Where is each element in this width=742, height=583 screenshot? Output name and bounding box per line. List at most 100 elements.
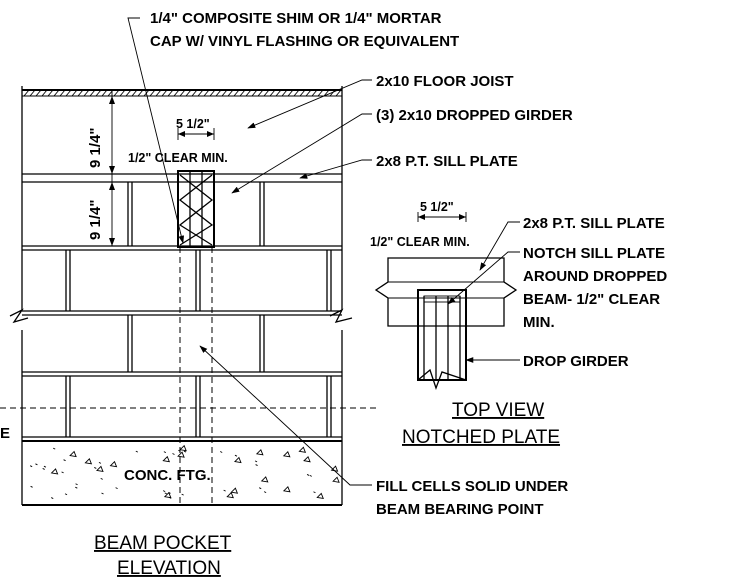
concrete-speckle [282,486,291,493]
cmu-block-courses [22,182,342,438]
joist-hatch-stroke [323,89,330,97]
notch-callout-line1: NOTCH SILL PLATE [523,245,665,262]
concrete-speckle [168,496,172,499]
top-view-title-line1: TOP VIEW [452,400,544,421]
concrete-speckle [64,493,68,496]
joist-hatch-stroke [239,89,246,97]
joist-hatch-stroke [83,89,90,97]
concrete-speckle [94,467,97,469]
concrete-speckle [50,468,59,475]
joist-hatch-stroke [269,89,276,97]
concrete-speckle [316,492,324,500]
joist-hatch-stroke [299,89,306,97]
concrete-speckle [96,465,104,472]
notch-callout-line3: BEAM- 1/2" CLEAR [523,291,660,308]
concrete-speckle [109,460,118,468]
fill-cells-callout-line1: FILL CELLS SOLID UNDER [376,478,568,495]
concrete-speckle [163,491,172,499]
notch-callout-line2: AROUND DROPPED [523,268,667,285]
elevation-width-dimension: 5 1/2" [176,117,210,131]
joist-hatch-stroke [281,89,288,97]
joist-hatch-stroke [191,89,198,97]
concrete-speckle [306,474,310,476]
joist-hatch-stroke [167,89,174,97]
joist-hatch-stroke [287,89,294,97]
joist-hatch-stroke [221,89,228,97]
top-view-leaders [447,221,520,363]
concrete-speckle [63,459,66,462]
joist-hatch-stroke [113,89,120,97]
joist-hatch-stroke [89,89,96,97]
joist-hatch-stroke [149,89,156,97]
top-view-sill-plate-callout: 2x8 P.T. SILL PLATE [523,215,665,232]
drop-girder-callout: DROP GIRDER [523,353,629,370]
concrete-speckle [168,491,171,494]
concrete-speckle [69,450,77,458]
concrete-speckle [178,449,181,452]
concrete-speckle [29,465,33,468]
top-view-title-line2: NOTCHED PLATE [402,427,560,448]
concrete-speckle [101,492,104,495]
joist-hatch-stroke [29,89,36,97]
concrete-speckle [162,490,166,493]
elevation-leaders [127,17,372,486]
shim-callout-line1: 1/4" COMPOSITE SHIM OR 1/4" MORTAR [150,10,442,27]
concrete-speckle [51,497,54,499]
joist-hatch-stroke [335,89,342,97]
concrete-speckle [263,491,267,494]
concrete-speckle [255,464,258,466]
joist-hatch-stroke [317,89,324,97]
dropped-girder-pocket [177,170,215,248]
shim-callout-line2: CAP W/ VINYL FLASHING OR EQUIVALENT [150,33,459,50]
joist-hatch-stroke [305,89,312,97]
joist-hatch-stroke [101,89,108,97]
concrete-speckle [115,487,118,490]
concrete-speckle [230,487,239,494]
concrete-speckle [84,458,93,465]
joist-hatch-stroke [215,89,222,97]
top-view-width-dimension: 5 1/2" [420,200,454,214]
joist-hatch-stroke [179,89,186,97]
joist-hatch-stroke [53,89,60,97]
joist-hatch-stroke [275,89,282,97]
concrete-speckle [42,468,45,470]
elevation-title-line1: BEAM POCKET [94,533,232,554]
concrete-footing [22,440,342,506]
joist-hatch-stroke [77,89,84,97]
joist-hatch-stroke [155,89,162,97]
joist-hatch-stroke [293,89,300,97]
joist-hatch-stroke [173,89,180,97]
concrete-speckle [226,491,234,499]
joist-hatch-stroke [137,89,144,97]
concrete-speckle [298,446,307,453]
joist-hatch-stroke [245,89,252,97]
elevation-height-lower: 9 1/4" [87,200,104,240]
concrete-speckle [43,465,47,468]
joist-hatch-stroke [161,89,168,97]
concrete-speckle [332,476,340,483]
concrete-speckle [254,460,258,463]
width-dimension [177,128,215,140]
concrete-speckle [52,447,56,450]
concrete-speckle [177,451,185,458]
concrete-speckle [234,454,238,457]
concrete-speckle [61,471,64,474]
joist-hatch-stroke [203,89,210,97]
height-dimensions [106,90,118,247]
elevation-height-upper: 9 1/4" [87,128,104,168]
concrete-speckle [313,491,316,494]
concrete-speckle [260,476,269,483]
concrete-speckle [172,453,175,455]
joist-hatch-stroke [251,89,258,97]
notch-callout-line4: MIN. [523,314,555,331]
concrete-speckle [75,486,78,489]
concrete-speckle [163,451,167,454]
grade-label-fragment: E [0,425,10,442]
top-view-clear-min: 1/2" CLEAR MIN. [370,235,470,249]
concrete-speckle [181,493,184,496]
elevation-title-line2: ELEVATION [117,558,221,579]
joist-hatch-stroke [131,89,138,97]
concrete-speckle [258,487,262,490]
concrete-speckle [309,474,312,477]
